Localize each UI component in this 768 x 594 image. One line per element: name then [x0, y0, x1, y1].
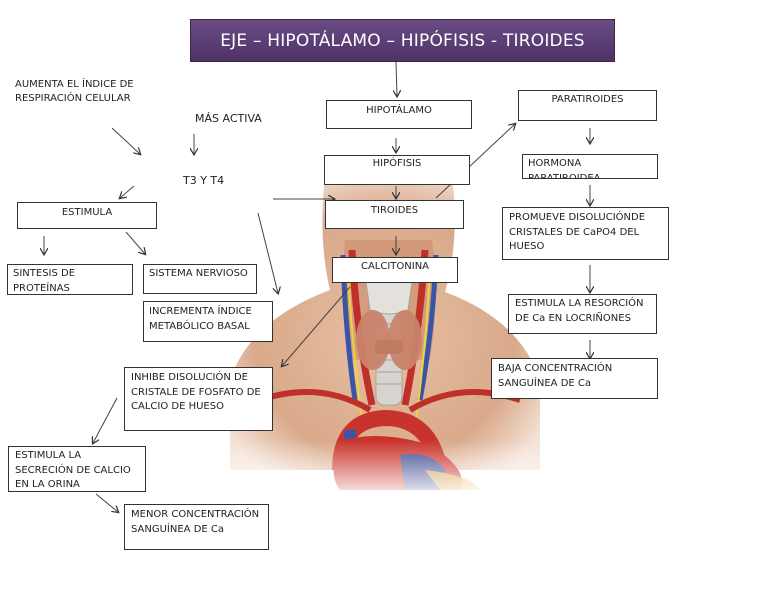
box-hipofisis: HIPÓFISIS [324, 155, 470, 185]
box-menor-concentracion: MENOR CONCENTRACIÓN SANGUÍNEA DE Ca [124, 504, 269, 550]
box-paratiroides: PARATIROIDES [518, 90, 657, 121]
box-sintesis-proteinas: SINTESIS DE PROTEÍNAS [7, 264, 133, 295]
box-inhibe-disolucion: INHIBE DISOLUCIÓN DE CRISTALE DE FOSFATO… [124, 367, 273, 431]
box-tiroides: TIROIDES [325, 200, 464, 229]
box-hormona-paratiroidea: HORMONA PARATIROIDEA [522, 154, 658, 179]
box-calcitonina: CALCITONINA [332, 257, 458, 283]
box-estimula: ESTIMULA [17, 202, 157, 229]
note-aumenta-respiracion: AUMENTA EL ÍNDICE DE RESPIRACIÓN CELULAR [15, 79, 134, 104]
box-incrementa-indice: INCREMENTA ÍNDICE METABÓLICO BASAL [143, 301, 273, 342]
note-mas-activa: MÁS ACTIVA [195, 112, 262, 125]
box-promueve-disolucion: PROMUEVE DISOLUCIÓNDE CRISTALES DE CaPO4… [502, 207, 669, 260]
box-estimula-secrecion: ESTIMULA LA SECRECIÓN DE CALCIO EN LA OR… [8, 446, 146, 492]
box-hipotalamo: HIPOTÁLAMO [326, 100, 472, 129]
box-sistema-nervioso: SISTEMA NERVIOSO [143, 264, 257, 294]
page-title: EJE – HIPOTÁLAMO – HIPÓFISIS - TIROIDES [190, 19, 615, 62]
box-estimula-resorcion: ESTIMULA LA RESORCIÓN DE Ca EN LOCRIÑONE… [508, 294, 657, 334]
box-baja-concentracion: BAJA CONCENTRACIÓN SANGUÍNEA DE Ca [491, 358, 658, 399]
note-t3-t4: T3 Y T4 [183, 174, 225, 187]
